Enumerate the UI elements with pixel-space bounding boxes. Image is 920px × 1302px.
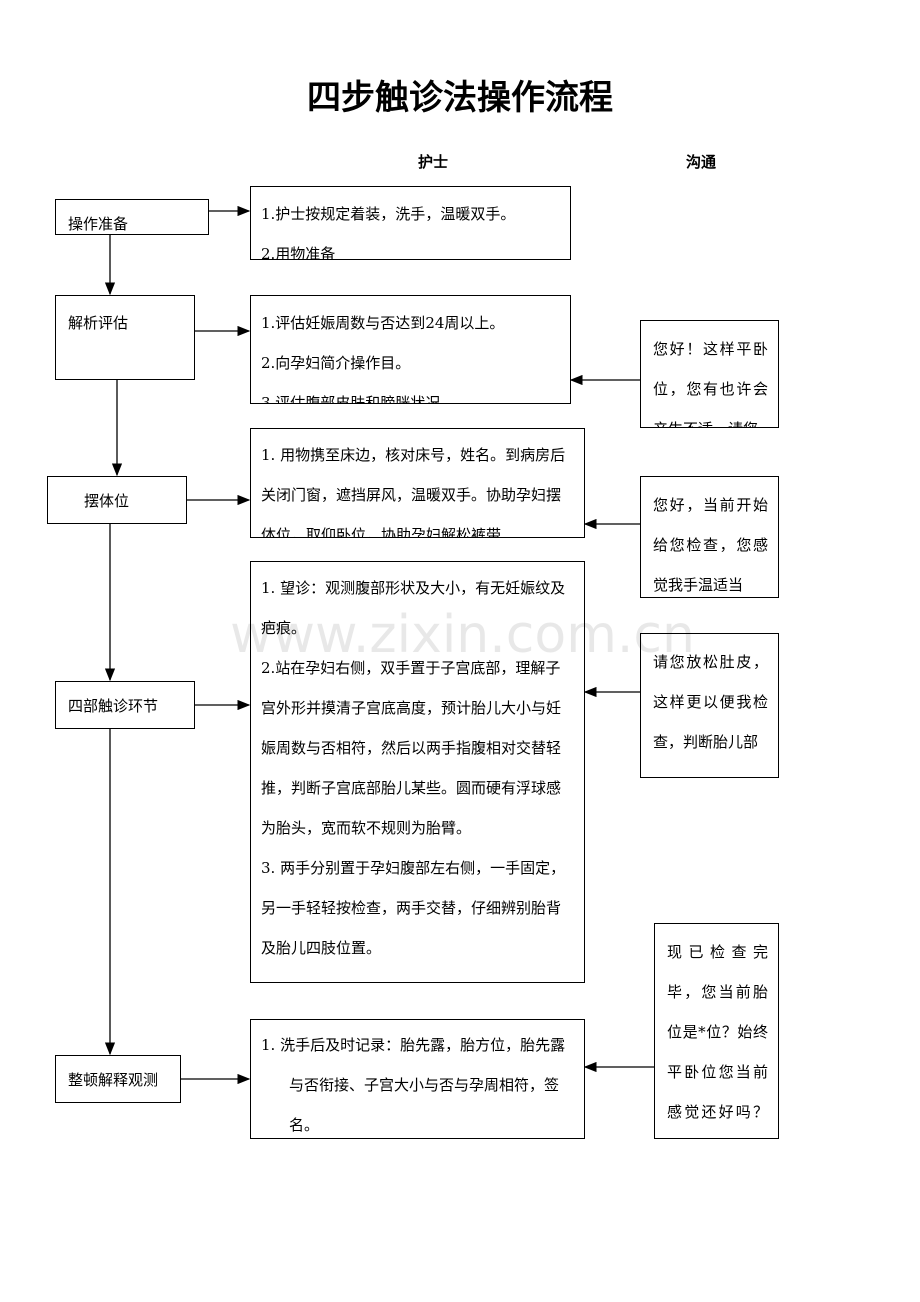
content-line: 3.评估腹部皮肤和膀胱状况: [261, 394, 441, 404]
communication-column-header: 沟通: [686, 153, 717, 171]
content-line: 3. 两手分别置于孕妇腹部左右侧，一手固定，另一手轻轻按检查，两手交替，仔细辨别…: [261, 859, 566, 957]
content-positioning: 1. 用物携至床边，核对床号，姓名。到病房后关闭门窗，遮挡屏风，温暖双手。协助孕…: [250, 428, 585, 538]
content-line: 2.用物准备: [261, 245, 336, 260]
content-line: 2.站在孕妇右侧，双手置于子宫底部，理解子宫外形并摸清子宫底高度，预计胎儿大小与…: [261, 659, 562, 837]
step-label: 整顿解释观测: [68, 1070, 159, 1089]
step-label: 操作准备: [68, 215, 129, 233]
content-cleanup: 1. 洗手后及时记录：胎先露，胎方位，胎先露与否衔接、子宫大小与否与孕周相符，签…: [250, 1019, 585, 1139]
communication-palpation: 请您放松肚皮，这样更以便我检查，判断胎儿部: [640, 633, 779, 778]
content-line: 1. 用物携至床边，核对床号，姓名。到病房后关闭门窗，遮挡屏风，温暖双手。协助孕…: [261, 446, 566, 538]
step-assessment: 解析评估: [55, 295, 195, 380]
content-line: 1.护士按规定着装，洗手，温暖双手。: [261, 205, 516, 223]
content-palpation: 1. 望诊：观测腹部形状及大小，有无妊娠纹及疤痕。 2.站在孕妇右侧，双手置于子…: [250, 561, 585, 983]
step-label: 解析评估: [68, 314, 129, 332]
content-line: 1. 洗手后及时记录：胎先露，胎方位，胎先露与否衔接、子宫大小与否与孕周相符，签…: [261, 1036, 566, 1134]
content-preparation: 1.护士按规定着装，洗手，温暖双手。 2.用物准备: [250, 186, 571, 260]
step-palpation: 四部触诊环节: [55, 681, 195, 729]
content-line: 1.评估妊娠周数与否达到24周以上。: [261, 314, 505, 332]
watermark: www.zixin.com.cn: [230, 605, 695, 665]
step-preparation: 操作准备: [55, 199, 209, 235]
communication-assessment: 您好！这样平卧位，您有也许会产生不适，请您: [640, 320, 779, 428]
communication-positioning: 您好，当前开始给您检查，您感觉我手温适当: [640, 476, 779, 598]
nurse-column-header: 护士: [418, 153, 449, 171]
page-title: 四步触诊法操作流程: [307, 78, 613, 118]
content-assessment: 1.评估妊娠周数与否达到24周以上。 2.向孕妇简介操作目。 3.评估腹部皮肤和…: [250, 295, 571, 404]
step-positioning: 摆体位: [47, 476, 187, 524]
step-label: 四部触诊环节: [68, 696, 159, 715]
communication-cleanup: 现已检查完毕，您当前胎位是*位？始终平卧位您当前感觉还好吗？需: [654, 923, 779, 1139]
content-line: 2.向孕妇简介操作目。: [261, 354, 411, 372]
step-label: 摆体位: [84, 491, 130, 510]
content-line: 1. 望诊：观测腹部形状及大小，有无妊娠纹及疤痕。: [261, 579, 566, 637]
step-cleanup: 整顿解释观测: [55, 1055, 181, 1103]
